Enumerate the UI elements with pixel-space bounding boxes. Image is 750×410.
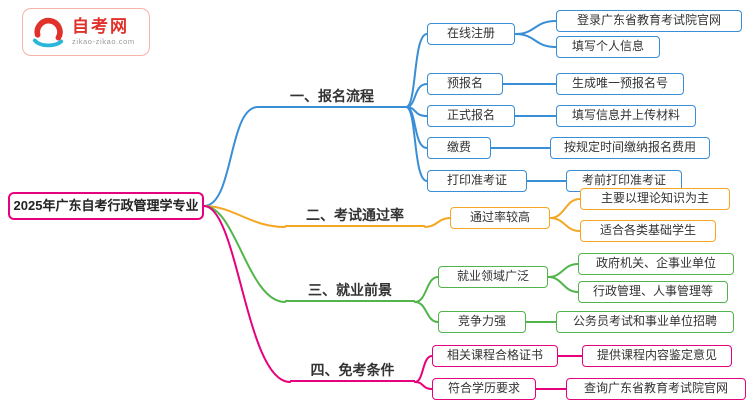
branch-heading-exemption: 四、免考条件 [290, 360, 415, 382]
mind-node: 打印准考证 [427, 170, 527, 192]
mind-node: 行政管理、人事管理等 [578, 281, 728, 303]
mind-node: 提供课程内容鉴定意见 [582, 345, 732, 367]
mind-node: 生成唯一预报名号 [556, 73, 684, 95]
mind-node: 相关课程合格证书 [432, 345, 558, 367]
mind-node: 正式报名 [427, 105, 515, 127]
mind-node: 填写信息并上传材料 [556, 105, 696, 127]
branch-heading-employment: 三、就业前景 [285, 280, 415, 302]
mind-node: 预报名 [427, 73, 503, 95]
mind-node: 查询广东省教育考试院官网 [566, 378, 746, 400]
root-node: 2025年广东自考行政管理学专业 [8, 192, 204, 220]
mind-node: 缴费 [427, 137, 491, 159]
mind-node: 竞争力强 [438, 311, 526, 333]
site-logo: 自考网 zikao-zikao.com [22, 8, 150, 56]
mind-node: 政府机关、企事业单位 [578, 253, 734, 275]
mind-node: 按规定时间缴纳报名费用 [550, 137, 710, 159]
mind-node: 就业领域广泛 [438, 266, 548, 288]
branch-heading-registration: 一、报名流程 [258, 86, 406, 108]
branch-heading-pass-rate: 二、考试通过率 [285, 205, 425, 227]
mind-node: 通过率较高 [450, 207, 550, 229]
logo-icon [31, 15, 65, 49]
mind-node: 登录广东省教育考试院官网 [556, 10, 742, 32]
mind-node: 填写个人信息 [556, 36, 660, 58]
mind-node: 符合学历要求 [432, 378, 536, 400]
mind-node: 公务员考试和事业单位招聘 [556, 311, 734, 333]
logo-domain: zikao-zikao.com [72, 37, 135, 47]
mind-node: 适合各类基础学生 [580, 220, 716, 242]
mind-node: 在线注册 [427, 23, 515, 45]
mind-node: 主要以理论知识为主 [580, 188, 730, 210]
logo-title: 自考网 [72, 16, 129, 36]
